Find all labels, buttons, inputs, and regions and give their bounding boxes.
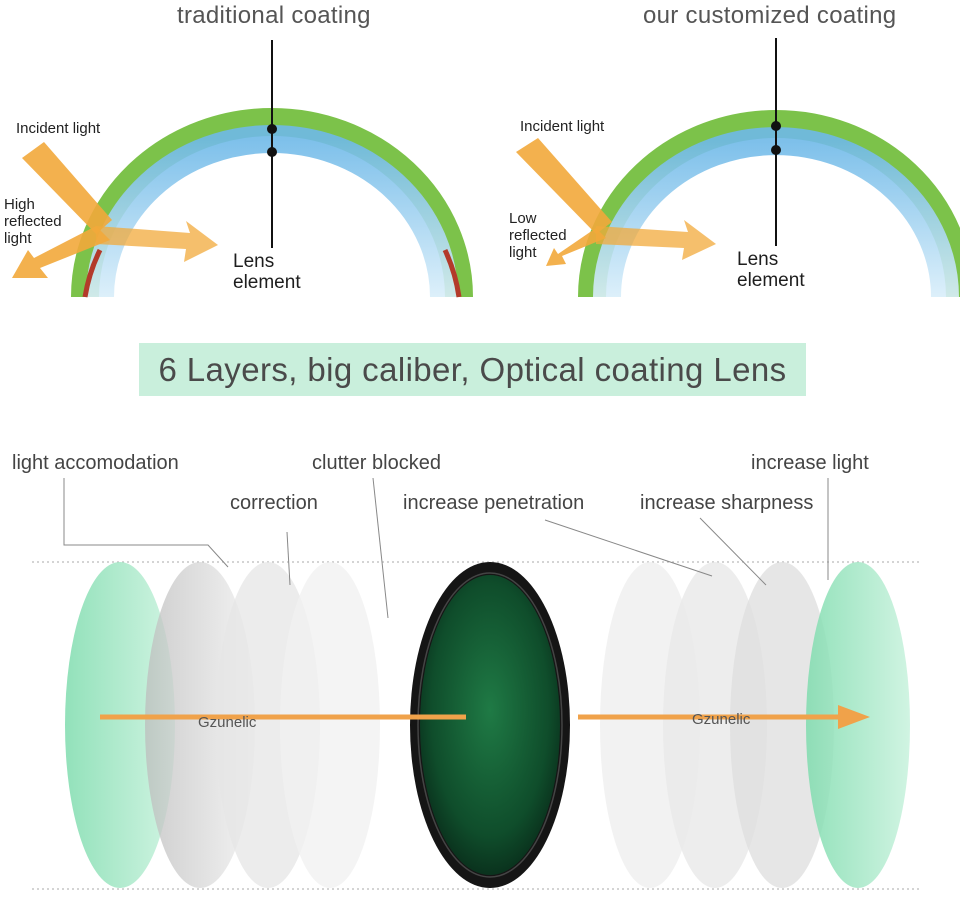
banner-text: 6 Layers, big caliber, Optical coating L…	[158, 351, 787, 388]
customized-coating-heading: our customized coating	[643, 2, 897, 29]
lens-element-label-left: Lens element	[233, 251, 301, 293]
light-path-arrows	[100, 705, 870, 729]
green-layer-disc-right	[806, 562, 910, 888]
grey-layer-disc-3	[280, 562, 380, 888]
banner: 6 Layers, big caliber, Optical coating L…	[139, 343, 806, 396]
clutter-blocked-label: clutter blocked	[312, 452, 441, 474]
leader-lines	[63, 477, 829, 619]
guide-lines	[32, 561, 920, 890]
increase-sharpness-label: increase sharpness	[640, 492, 814, 514]
increase-penetration-label: increase penetration	[403, 492, 585, 514]
traditional-coating-heading: traditional coating	[177, 2, 371, 29]
correction-label: correction	[230, 492, 318, 514]
reflected-light-label-left: High reflected light	[4, 196, 62, 247]
nd-filter-icon	[410, 562, 570, 888]
reflected-light-label-right: Low reflected light	[509, 210, 567, 261]
green-layer-disc-left	[65, 562, 175, 888]
lens-element-label-right: Lens element	[737, 249, 805, 291]
brand-label-right: Gzunelic	[692, 711, 751, 728]
brand-label-left: Gzunelic	[198, 714, 257, 731]
layer-discs-right	[600, 562, 910, 888]
traditional-light-arrows	[12, 142, 218, 278]
customized-coating-arc	[578, 38, 960, 298]
incident-light-label-left: Incident light	[16, 120, 101, 137]
customized-light-arrows	[516, 138, 716, 266]
increase-light-label: increase light	[751, 452, 869, 474]
incident-light-label-right: Incident light	[520, 118, 605, 135]
grey-layer-disc-6	[730, 562, 834, 888]
light-accomodation-label: light accomodation	[12, 452, 179, 474]
layer-discs-left	[65, 562, 380, 888]
